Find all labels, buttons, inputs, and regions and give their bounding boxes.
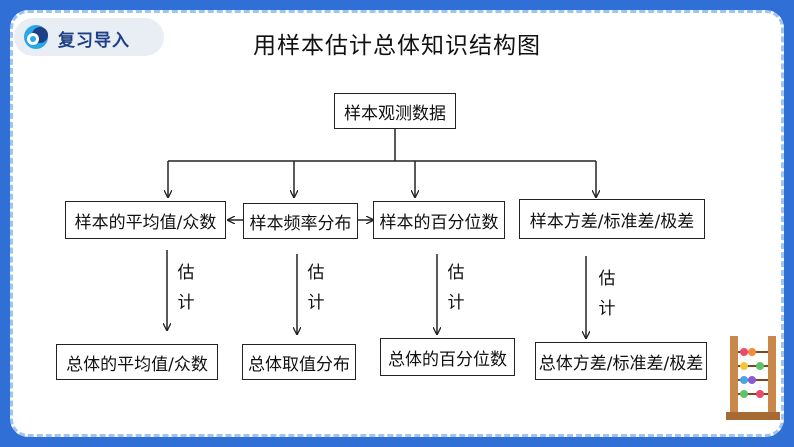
node-population-percentile: 总体的百分位数 xyxy=(380,338,515,376)
section-badge: 复习导入 xyxy=(14,18,164,56)
node-sample-frequency: 样本频率分布 xyxy=(243,203,358,239)
edge-label-estimate-3: 估计 xyxy=(447,263,465,313)
abacus-icon xyxy=(726,336,780,420)
page-title: 用样本估计总体知识结构图 xyxy=(253,33,541,59)
node-root: 样本观测数据 xyxy=(334,93,456,129)
section-badge-label: 复习导入 xyxy=(58,31,130,51)
edge-label-estimate-1: 估计 xyxy=(177,263,195,313)
node-population-distribution: 总体取值分布 xyxy=(242,344,356,380)
node-sample-variance: 样本方差/标准差/极差 xyxy=(519,199,705,239)
edge-label-estimate-2: 估计 xyxy=(307,263,325,313)
node-sample-mean-mode: 样本的平均值/众数 xyxy=(65,201,226,239)
chat-bubble-icon xyxy=(24,25,48,49)
node-sample-percentile: 样本的百分位数 xyxy=(373,201,505,239)
edge-label-estimate-4: 估计 xyxy=(598,269,616,319)
node-population-mean-mode: 总体的平均值/众数 xyxy=(56,344,218,380)
node-population-variance: 总体方差/标准差/极差 xyxy=(535,342,707,380)
